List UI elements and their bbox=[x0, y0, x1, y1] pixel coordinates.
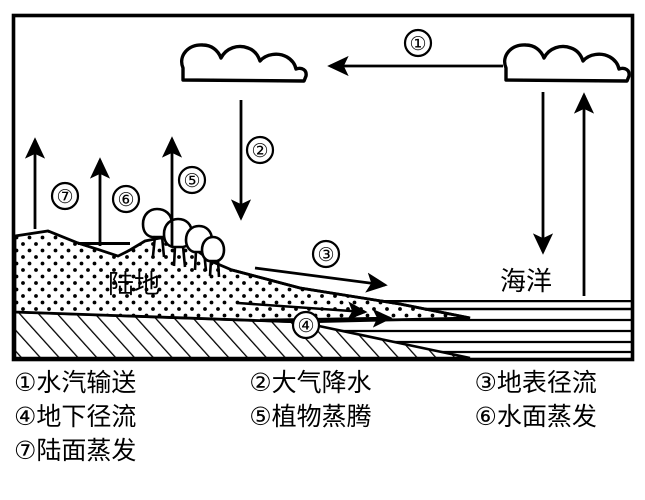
marker-6: ⑥ bbox=[111, 184, 141, 214]
legend-item-2: ②大气降水 bbox=[249, 368, 372, 397]
marker-4: ④ bbox=[291, 310, 321, 340]
legend-item-6: ⑥水面蒸发 bbox=[474, 402, 597, 431]
legend-item-1: ①水汽输送 bbox=[14, 368, 137, 397]
legend-row: ④地下径流 ⑤植物蒸腾 ⑥水面蒸发 bbox=[14, 400, 634, 434]
marker-3-label: ③ bbox=[317, 244, 334, 266]
legend-item-5: ⑤植物蒸腾 bbox=[249, 402, 372, 431]
tree-icon bbox=[200, 235, 226, 278]
marker-2-label: ② bbox=[251, 140, 268, 162]
cloud-land-icon bbox=[180, 43, 308, 83]
marker-5-label: ⑤ bbox=[183, 170, 200, 192]
marker-5: ⑤ bbox=[177, 165, 207, 195]
marker-2: ② bbox=[245, 135, 275, 165]
marker-4-label: ④ bbox=[297, 315, 314, 337]
legend-row: ①水汽输送 ②大气降水 ③地表径流 bbox=[14, 366, 634, 400]
land-region-label: 陆地 bbox=[108, 270, 160, 300]
legend-item-4: ④地下径流 bbox=[14, 402, 137, 431]
shoreline bbox=[231, 268, 471, 320]
cloud-ocean-icon bbox=[503, 43, 631, 83]
legend-item-7: ⑦陆面蒸发 bbox=[14, 436, 137, 465]
arrow-groundwater-runoff bbox=[237, 301, 393, 328]
lake bbox=[77, 241, 131, 258]
marker-3: ③ bbox=[311, 239, 341, 269]
ocean-region-label: 海洋 bbox=[500, 267, 552, 297]
arrow-surface-runoff bbox=[254, 266, 388, 293]
marker-1: ① bbox=[403, 28, 433, 58]
legend: ①水汽输送 ②大气降水 ③地表径流 ④地下径流 ⑤植物蒸腾 ⑥水面蒸发 ⑦陆面蒸… bbox=[14, 366, 634, 496]
tree-group bbox=[141, 207, 226, 278]
marker-7: ⑦ bbox=[50, 181, 80, 211]
marker-7-label: ⑦ bbox=[56, 186, 73, 208]
marker-6-label: ⑥ bbox=[117, 189, 134, 211]
legend-item-3: ③地表径流 bbox=[474, 368, 597, 397]
marker-1-label: ① bbox=[409, 33, 426, 55]
legend-row: ⑦陆面蒸发 bbox=[14, 434, 634, 468]
